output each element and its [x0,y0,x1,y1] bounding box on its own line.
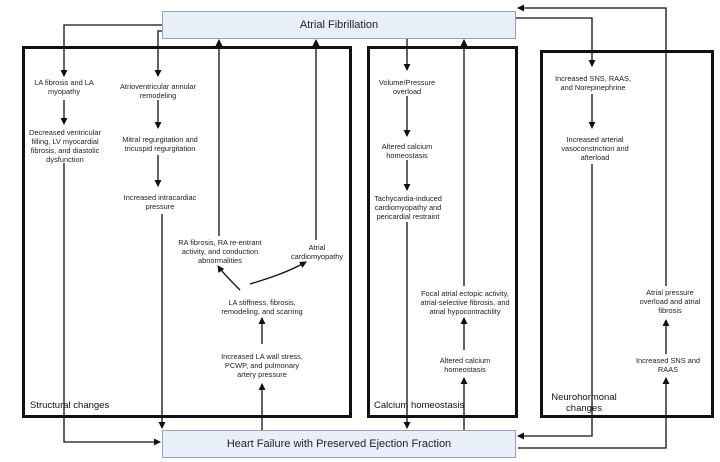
atrial-fibrillation-title: Atrial Fibrillation [299,19,379,31]
node-altered-calcium-2: Altered calcium homeostasis [439,356,491,374]
node-atrial-pressure: Atrial pressure overload and atrial fibr… [639,288,701,315]
arrow-af-to-av-remodeling [154,30,162,77]
node-la-stiffness: LA stiffness, fibrosis, remodeling, and … [221,298,303,316]
node-vasoconstriction: Increased arterial vasoconstriction and … [561,135,629,162]
node-la-fibrosis: LA fibrosis and LA myopathy [34,78,94,96]
arrow-af-to-la-fibrosis [60,24,162,77]
arrow-stiffness-to-cardiomyopathy [249,261,307,285]
structural-changes-label: Structural changes [30,400,110,411]
node-atrial-cardiomyopathy: Atrial cardiomyopathy [290,243,344,261]
hfpef-title: Heart Failure with Preserved Ejection Fr… [226,438,452,450]
structural-changes-panel [22,46,352,418]
node-ra-fibrosis: RA fibrosis, RA re-entrant activity, and… [178,238,262,265]
calcium-homeostasis-label: Calcium homeostasis [374,400,465,411]
node-intracardiac-pressure: Increased intracardiac pressure [123,193,197,211]
neurohormonal-changes-label: Neurohormonal changes [551,392,617,414]
neurohormonal-changes-panel [540,50,714,418]
node-la-wall-stress: Increased LA wall stress, PCWP, and pulm… [221,352,303,379]
arrow-atrial-pressure-to-af [517,4,667,286]
arrow-hfpef-to-sns-2 [518,377,670,449]
node-av-remodeling: Atrioventricular annular remodeling [120,82,196,100]
node-mitral-regurgitation: Mitral regurgitation and tricuspid regur… [122,135,198,153]
arrow-vasoconstriction-to-hfpef [517,164,593,440]
arrow-stiffness-to-ra-fibrosis [217,265,241,291]
node-sns-raas: Increased SNS, RAAS, and Norepinephrine [555,74,631,92]
node-decreased-filling: Decreased ventricular filling, LV myocar… [29,128,101,164]
node-altered-calcium-1: Altered calcium homeostasis [381,142,433,160]
node-tachycardia-cardiomyopathy: Tachycardia-induced cardiomyopathy and p… [374,194,442,221]
atrial-fibrillation-box: Atrial Fibrillation [162,11,516,39]
arrow-filling-to-hfpef [63,163,161,446]
node-volume-overload: Volume/Pressure overload [378,78,436,96]
hfpef-box: Heart Failure with Preserved Ejection Fr… [162,430,516,458]
calcium-homeostasis-panel [367,46,518,418]
node-focal-ectopic: Focal atrial ectopic activity, atrial-se… [420,289,510,316]
node-sns-raas-2: Increased SNS and RAAS [635,356,701,374]
